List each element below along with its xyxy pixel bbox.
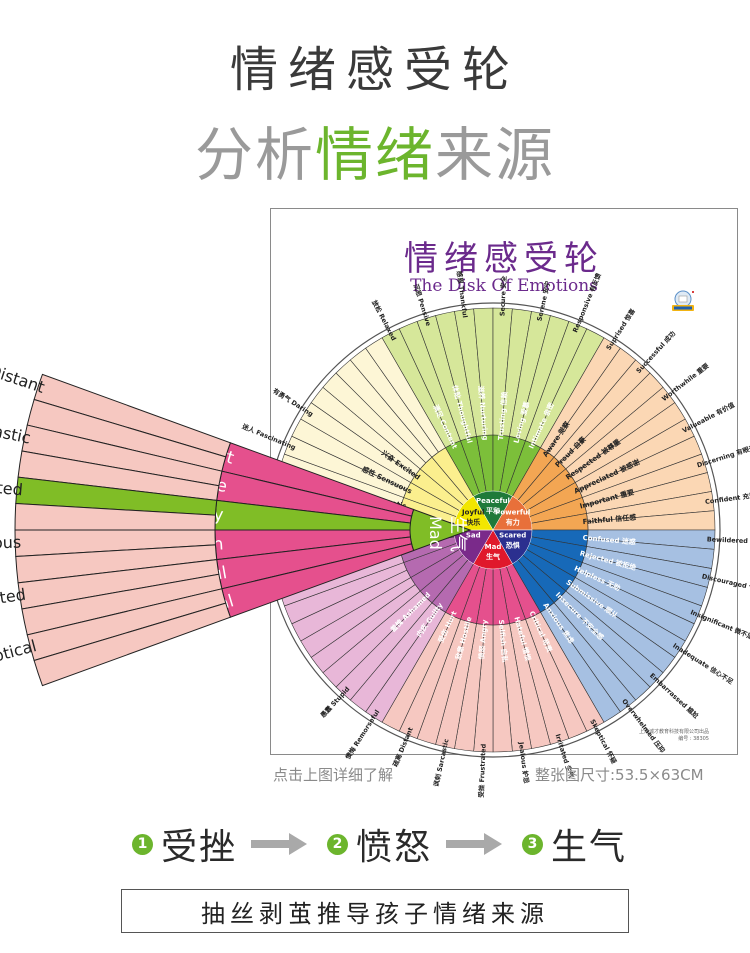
wedge-outer-segment[interactable] — [26, 398, 227, 472]
svg-text:Embarrassed 尴尬: Embarrassed 尴尬 — [648, 671, 701, 721]
emotion-flow: 1 受挫 2 愤怒 3 生气 — [132, 822, 627, 868]
svg-text:愤怒 Angry: 愤怒 Angry — [477, 619, 489, 660]
step-label: 生气 — [551, 827, 628, 868]
wedge-outer-segment[interactable] — [14, 503, 216, 531]
poster-title-cn: 情绪感受轮 — [404, 239, 604, 279]
subtitle-part-1: 分析 — [194, 121, 315, 189]
svg-text:快乐: 快乐 — [466, 518, 480, 527]
wedge-outer-segment[interactable] — [33, 373, 232, 458]
svg-text:Overwhelmed 压抑: Overwhelmed 压抑 — [620, 697, 667, 755]
wedge-outer-segment[interactable] — [15, 544, 218, 584]
wedge-outer-segment[interactable] — [15, 476, 218, 516]
poster-size-text: 整张图尺寸:53.5×63CM — [535, 766, 704, 784]
wedge-outer-segment[interactable] — [26, 588, 227, 662]
wedge-outer-segment[interactable] — [14, 529, 216, 557]
brand-logo-icon — [672, 290, 694, 311]
wedge-outer-segment[interactable] — [33, 602, 232, 687]
subtitle-part-3: 来源 — [435, 121, 556, 189]
svg-text:Mad: Mad — [485, 543, 502, 551]
subtitle-highlight: 情绪 — [314, 121, 435, 189]
svg-text:讽刺 Sarcastic: 讽刺 Sarcastic — [0, 407, 32, 448]
svg-text:妒忌 Jealous: 妒忌 Jealous — [0, 533, 21, 555]
svg-text:Selfish 自私: Selfish 自私 — [497, 619, 510, 663]
wedge-outer-segment[interactable] — [17, 450, 220, 501]
svg-text:Peaceful: Peaceful — [476, 497, 510, 505]
svg-text:Sad: Sad — [466, 531, 481, 539]
page-title: 情绪感受轮 — [229, 42, 520, 98]
flow-step-2: 2 愤怒 — [327, 818, 432, 870]
arrow-right-icon — [251, 833, 309, 855]
svg-text:平和: 平和 — [486, 506, 500, 515]
flow-step-3: 3 生气 — [522, 818, 627, 870]
arrow-right-icon — [446, 833, 504, 855]
wedge-outer-segment[interactable] — [17, 559, 220, 610]
svg-text:生气: 生气 — [486, 552, 500, 561]
wedge-outer-segment[interactable] — [21, 424, 223, 487]
svg-text:Mad: Mad — [426, 516, 445, 550]
summary-banner: 抽丝剥茧推导孩子情绪来源 — [121, 889, 629, 933]
svg-text:Inadequate 信心不足: Inadequate 信心不足 — [671, 641, 735, 686]
step-label: 愤怒 — [356, 827, 433, 868]
publisher-info: 上海诚才教育科技有限公司出品编号 : 38305 — [638, 729, 709, 742]
svg-text:怀疑 Skeptical: 怀疑 Skeptical — [0, 636, 38, 683]
step-number-badge: 1 — [132, 833, 153, 855]
svg-text:Joyful: Joyful — [461, 509, 484, 517]
poster-title-en: The Disk Of Emotions — [410, 276, 598, 296]
svg-text:Bewildered 困惑: Bewildered 困惑 — [707, 534, 750, 545]
svg-text:生气: 生气 — [447, 516, 468, 552]
step-number-badge: 3 — [522, 833, 544, 855]
svg-text:恐惧: 恐惧 — [506, 540, 520, 549]
svg-text:Trusting 信赖: Trusting 信赖 — [496, 391, 509, 440]
svg-text:Secure 安全: Secure 安全 — [497, 275, 508, 316]
svg-text:有力: 有力 — [506, 518, 520, 527]
flow-step-1: 1 受挫 — [132, 818, 237, 870]
step-number-badge: 2 — [327, 833, 349, 855]
svg-text:Scared: Scared — [499, 531, 526, 539]
svg-text:Successful 成功: Successful 成功 — [634, 329, 678, 375]
step-label: 受挫 — [161, 827, 238, 868]
click-to-learn-link[interactable]: 点击上图详细了解 — [273, 766, 394, 784]
wedge-outer-segment[interactable] — [21, 573, 223, 636]
svg-text:Powerful: Powerful — [495, 509, 530, 517]
svg-text:疏离 Distant: 疏离 Distant — [0, 349, 47, 397]
page-subtitle: 分析情绪来源 — [0, 108, 750, 192]
svg-text:Worthwhile 重要: Worthwhile 重要 — [660, 361, 711, 403]
svg-text:受挫 Frustrated: 受挫 Frustrated — [476, 743, 487, 798]
